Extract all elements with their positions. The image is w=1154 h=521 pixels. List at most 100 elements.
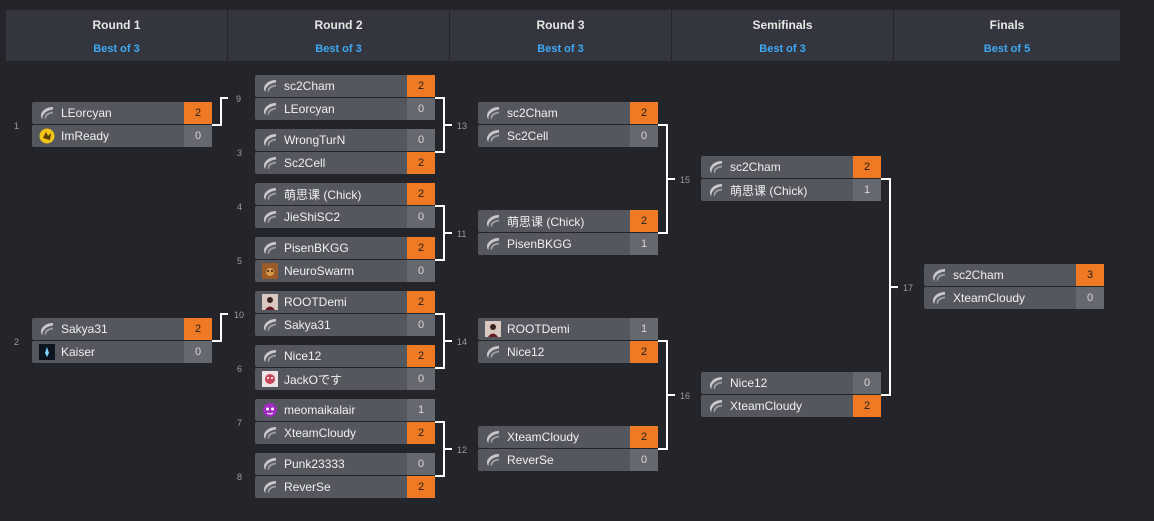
- player-name: ROOTDemi: [507, 322, 570, 336]
- player-name: JieShiSC2: [284, 210, 341, 224]
- player-score: 2: [184, 102, 212, 124]
- player-score: 2: [407, 237, 435, 259]
- round-best-of: Best of 5: [983, 43, 1031, 55]
- player-score: 0: [1076, 287, 1104, 309]
- player-name: XteamCloudy: [730, 399, 803, 413]
- player-name: JackOです: [284, 372, 343, 387]
- default-player-icon: [708, 159, 724, 175]
- player-name: Sakya31: [61, 322, 108, 336]
- player-score: 0: [184, 341, 212, 363]
- default-player-icon: [39, 321, 55, 337]
- player-slot[interactable]: Nice12 0: [701, 372, 881, 394]
- default-player-icon: [262, 348, 278, 364]
- player-slot[interactable]: 萌思课 (Chick)1: [701, 179, 881, 201]
- default-player-icon: [262, 101, 278, 117]
- player-score: 2: [407, 476, 435, 498]
- player-name: Sc2Cell: [507, 129, 549, 143]
- match-number: 8: [237, 472, 243, 482]
- player-score: 0: [407, 98, 435, 120]
- match-number: 6: [237, 364, 243, 374]
- match-number: 13: [457, 121, 468, 131]
- player-score: 0: [630, 449, 658, 471]
- photo-avatar-icon: [262, 294, 278, 310]
- round-name: Round 3: [536, 18, 585, 32]
- player-score: 2: [853, 156, 881, 178]
- player-name: sc2Cham: [284, 79, 335, 93]
- player-name: meomaikalair: [284, 403, 356, 417]
- default-player-icon: [262, 240, 278, 256]
- player-slot[interactable]: 萌思课 (Chick)2: [478, 210, 658, 232]
- purple-avatar-icon: [262, 402, 278, 418]
- match-number: 3: [237, 148, 243, 158]
- player-slot[interactable]: Kaiser 0: [32, 341, 212, 363]
- default-player-icon: [708, 375, 724, 391]
- player-slot[interactable]: JieShiSC2 0: [255, 206, 435, 228]
- player-score: 2: [407, 183, 435, 205]
- dark-avatar-icon: [39, 344, 55, 360]
- default-player-icon: [485, 344, 501, 360]
- default-player-icon: [931, 267, 947, 283]
- player-slot[interactable]: 萌思课 (Chick)2: [255, 183, 435, 205]
- player-name: ROOTDemi: [284, 295, 347, 309]
- match-number: 14: [457, 337, 468, 347]
- player-score: 0: [853, 372, 881, 394]
- default-player-icon: [485, 105, 501, 121]
- player-score: 2: [630, 341, 658, 363]
- default-player-icon: [262, 425, 278, 441]
- player-slot[interactable]: Sc2Cell 2: [255, 152, 435, 174]
- match-number: 4: [237, 202, 243, 212]
- player-score: 2: [407, 152, 435, 174]
- player-name: Sc2Cell: [284, 156, 326, 170]
- player-name: Nice12: [730, 376, 768, 390]
- player-score: 0: [407, 206, 435, 228]
- player-name: Kaiser: [61, 345, 96, 359]
- default-player-icon: [262, 78, 278, 94]
